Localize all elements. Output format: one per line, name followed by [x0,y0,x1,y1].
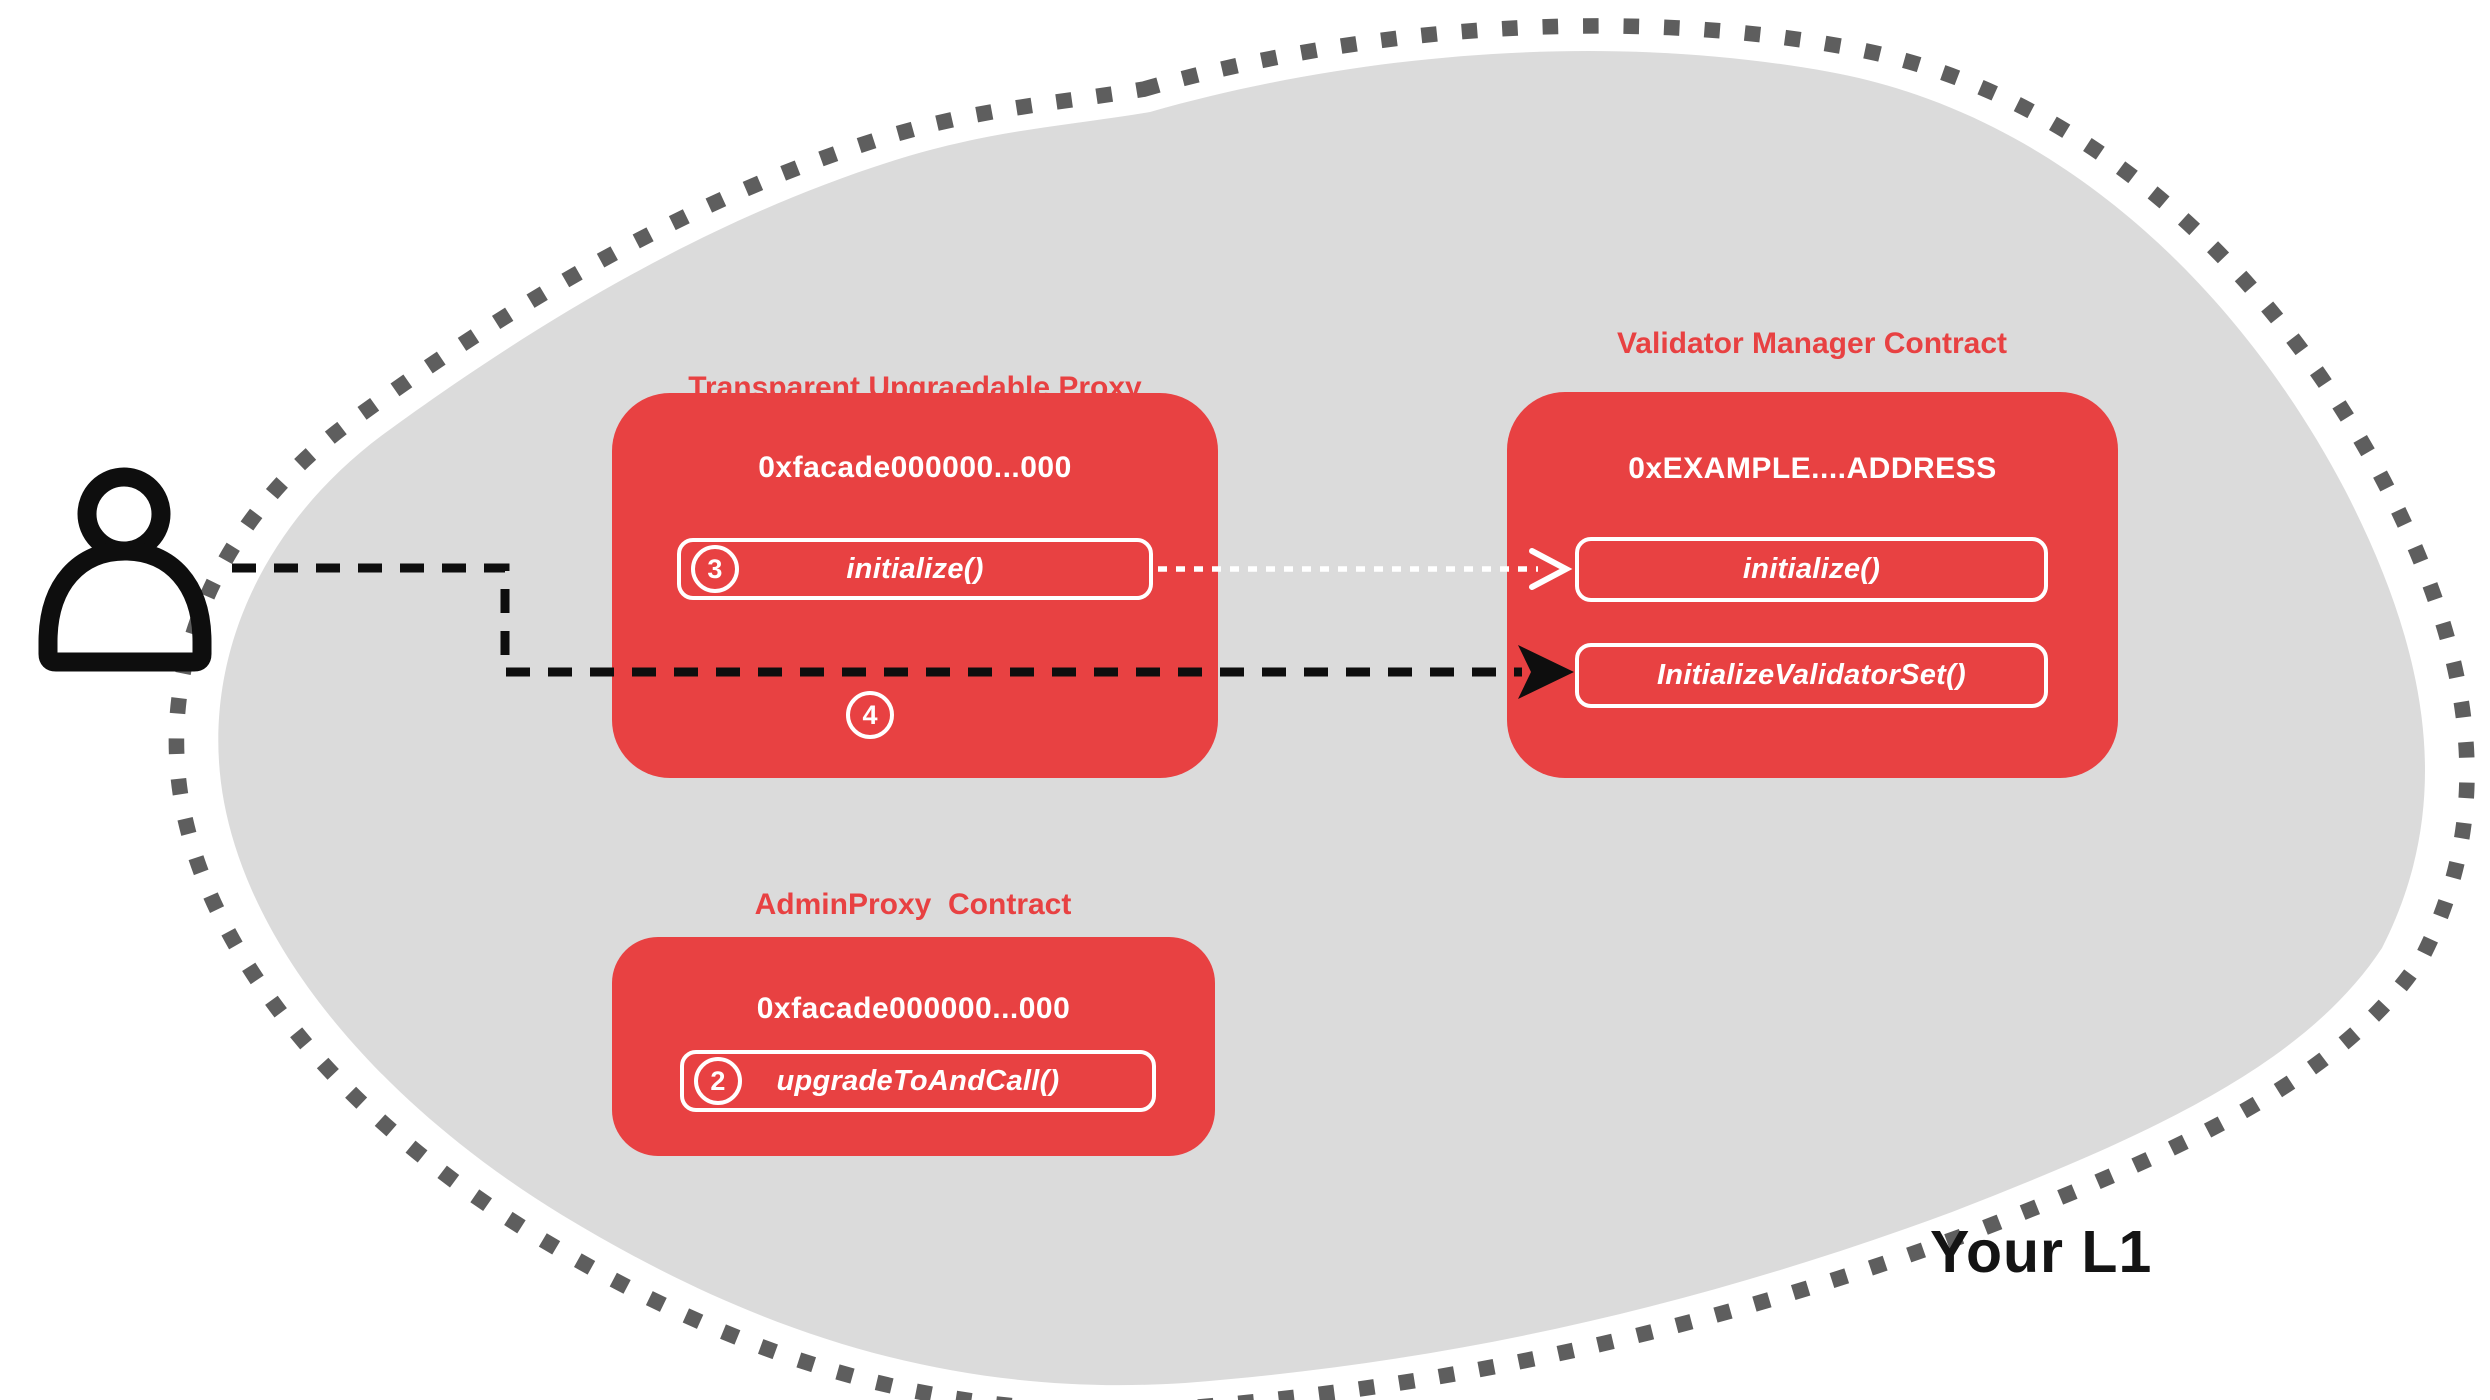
proxy-contract-box: 0xfacade000000...000 3 initialize() 4 [612,393,1218,778]
admin-upgradetoandcall-button: 2 upgradeToAndCall() [680,1050,1156,1112]
admin-contract-address: 0xfacade000000...000 [756,992,1071,1025]
validator-initialize-label: initialize() [1742,553,1881,585]
validator-initializevalidatorset-label: InitializeValidatorSet() [1656,659,1967,691]
proxy-delegate-arrow [1158,548,1573,590]
step-2-badge: 2 [694,1057,742,1105]
validator-manager-box: 0xEXAMPLE....ADDRESS initialize() Initia… [1507,392,2118,778]
proxy-contract-address: 0xfacade000000...000 [758,451,1072,484]
validator-contract-address: 0xEXAMPLE....ADDRESS [1628,452,1997,485]
admin-contract-title: AdminProxy Contract [754,888,1072,921]
step-4-badge: 4 [846,691,894,739]
proxy-initialize-button: 3 initialize() [677,538,1153,600]
validator-initialize-button: initialize() [1575,537,2048,602]
admin-proxy-box: 0xfacade000000...000 2 upgradeToAndCall(… [612,937,1215,1156]
l1-dotted-border [176,26,2467,1400]
step-3-badge: 3 [691,545,739,593]
person-icon [38,467,212,672]
validator-contract-title: Validator Manager Contract [1616,327,2008,360]
validator-initializevalidatorset-button: InitializeValidatorSet() [1575,643,2048,708]
proxy-initialize-label: initialize() [846,552,984,585]
your-l1-label: Your L1 [1930,1219,2153,1285]
admin-upgradetoandcall-label: upgradeToAndCall() [776,1064,1060,1097]
